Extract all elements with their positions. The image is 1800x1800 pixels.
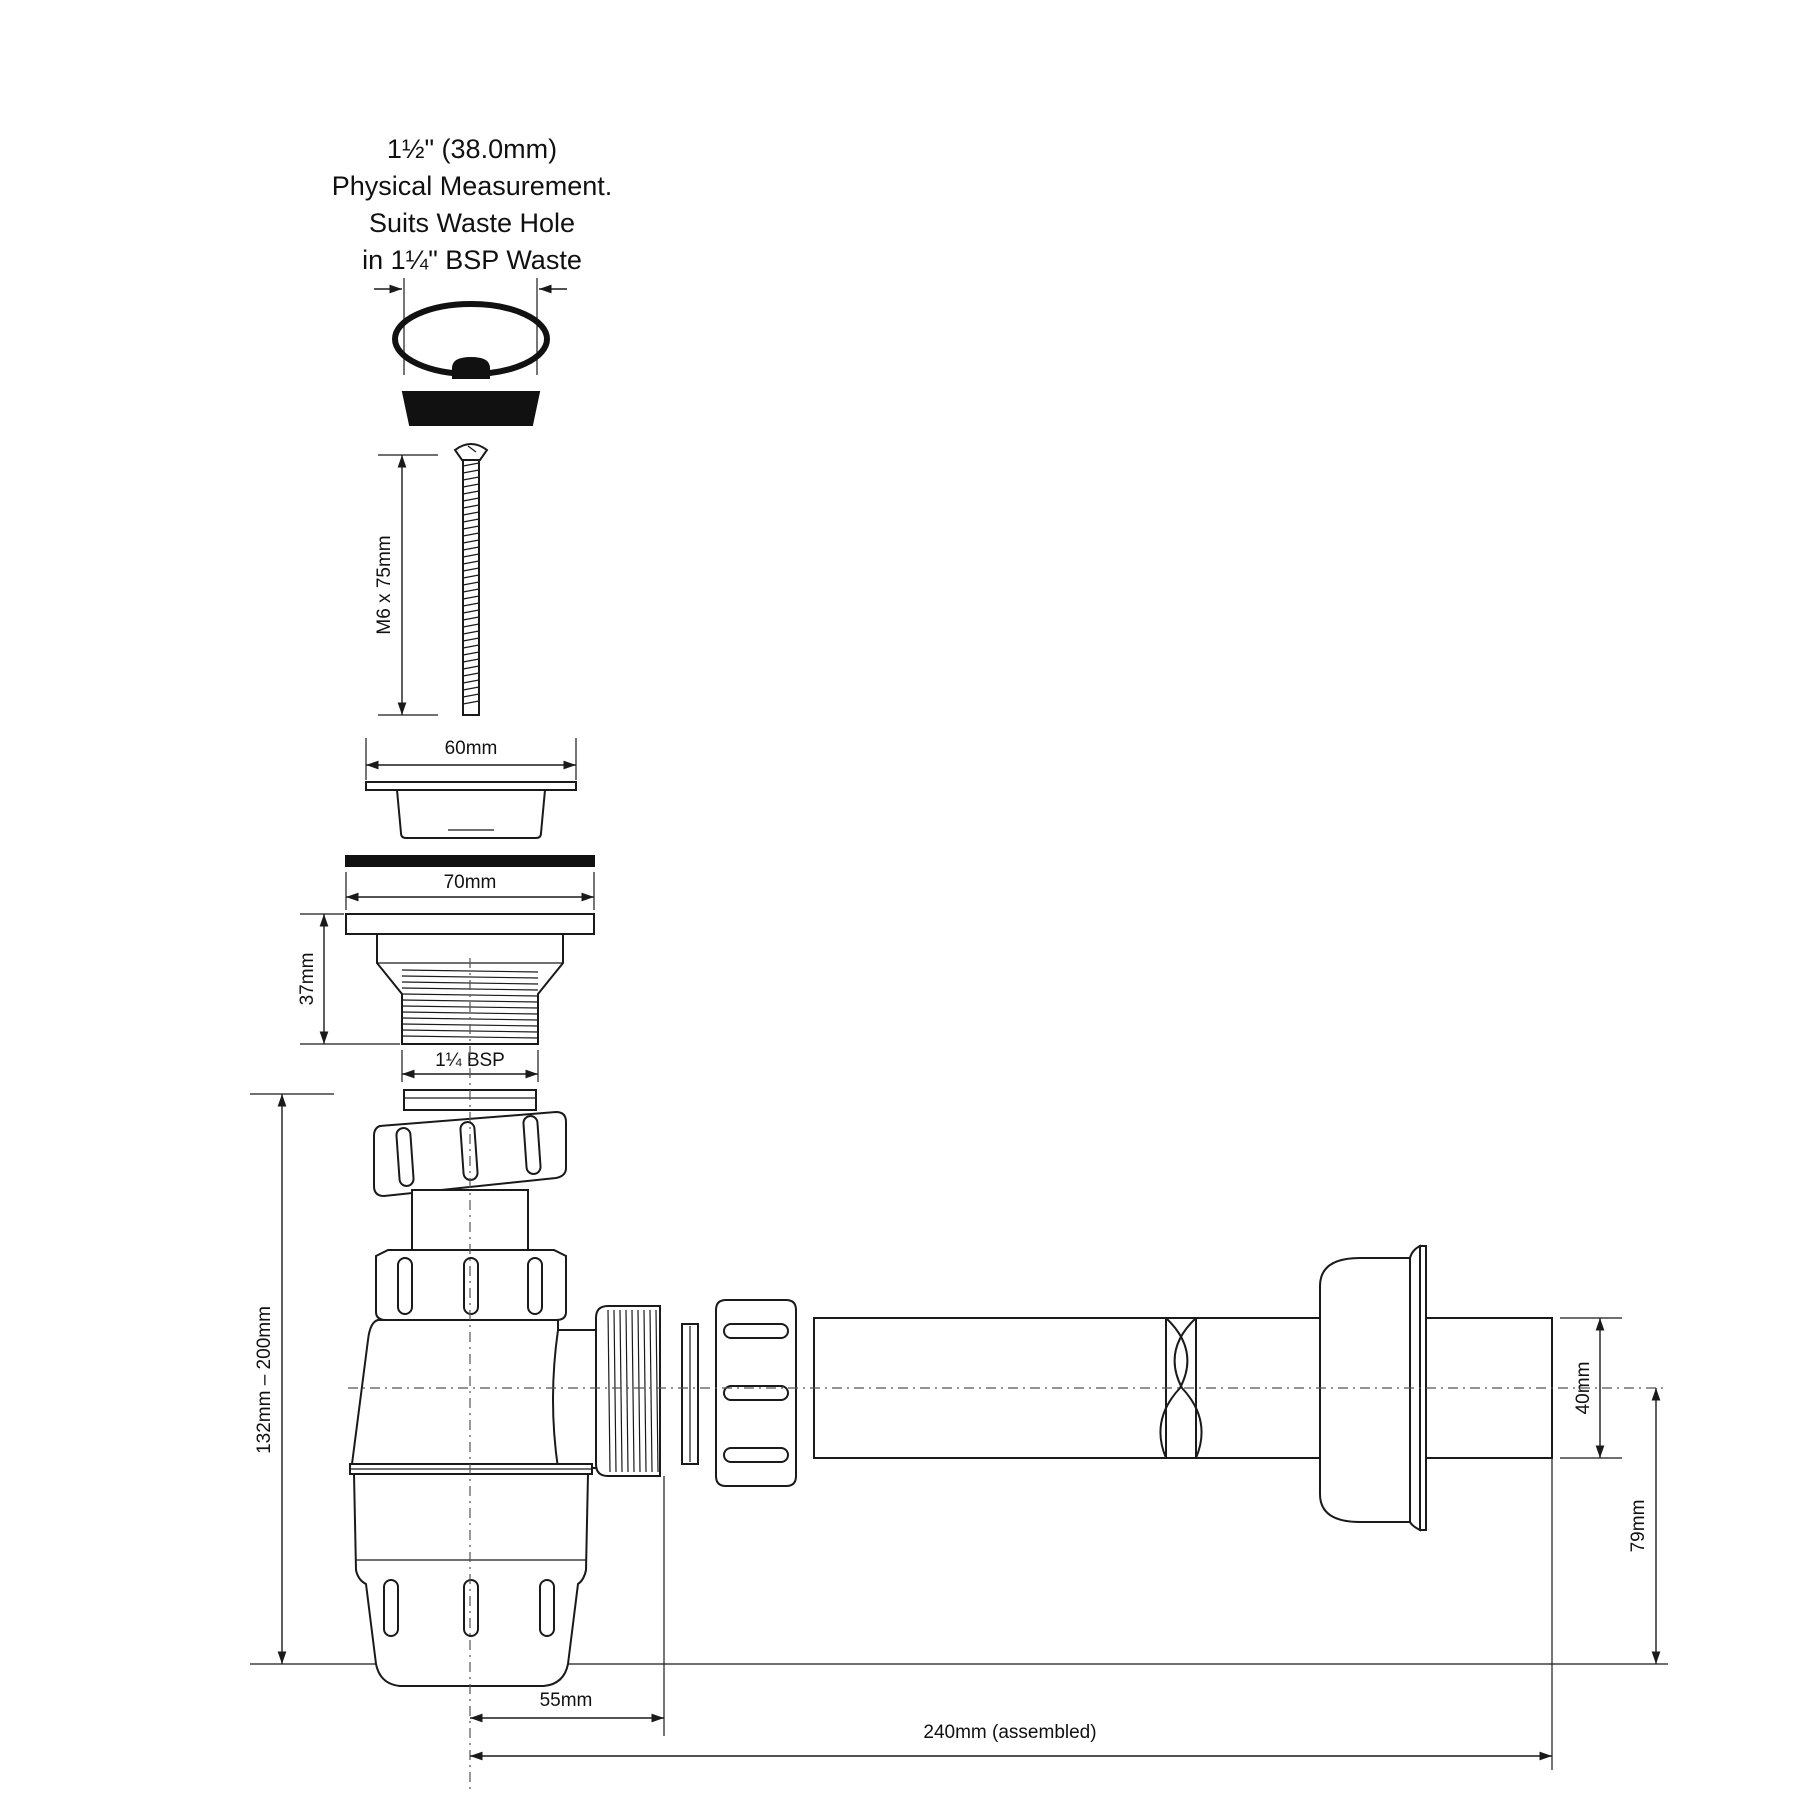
title-line-4: in 1¼" BSP Waste: [362, 245, 582, 275]
grate-flange: [365, 781, 577, 791]
assembled-length-label: 240mm (assembled): [923, 1722, 1096, 1743]
trap-body: [350, 1319, 559, 1465]
title-block: 1½" (38.0mm) Physical Measurement. Suits…: [332, 134, 613, 275]
outlet-pipe-assembly: [348, 1244, 1668, 1532]
cup-grip-2: [463, 1579, 479, 1637]
plug-and-ring: [374, 278, 567, 426]
overall-dimensions: 132mm – 200mm 40mm 79mm 55mm 240mm (asse…: [250, 1093, 1668, 1770]
pipe-nut-grip-2: [723, 1385, 789, 1401]
bolt-dimension-label: M6 x 75mm: [374, 535, 395, 634]
bolt: M6 x 75mm: [374, 443, 489, 716]
cup-grip-3: [539, 1579, 555, 1637]
top-nut-grip-2: [459, 1121, 479, 1181]
bolt-head: [453, 443, 489, 461]
top-nut-grip-1: [395, 1127, 415, 1187]
waste-flange: [345, 913, 595, 935]
title-line-1: 1½" (38.0mm): [387, 134, 557, 164]
wall-flange-cover: [1319, 1257, 1411, 1523]
waste-body: 70mm 37mm 1¼ BSP: [297, 872, 595, 1082]
top-nut-grip-3: [522, 1115, 542, 1175]
outlet-height-label: 79mm: [1628, 1500, 1649, 1553]
outlet-thread: [607, 1309, 659, 1473]
pipe-nut-grip-3: [723, 1447, 789, 1463]
pipe-diameter-label: 40mm: [1573, 1362, 1594, 1415]
thread-label: 1¼ BSP: [435, 1050, 505, 1071]
cup-grip-1: [383, 1579, 399, 1637]
plug-knob: [452, 356, 490, 379]
trap-top: [373, 1089, 567, 1321]
title-line-3: Suits Waste Hole: [369, 208, 575, 238]
grate-width-label: 60mm: [445, 738, 498, 759]
title-line-2: Physical Measurement.: [332, 171, 613, 201]
body-height-label: 37mm: [297, 953, 318, 1006]
rubber-plug: [401, 391, 541, 426]
lower-nut-grip-3: [527, 1257, 543, 1315]
pipe-section-right: [1425, 1317, 1553, 1459]
flange-width-label: 70mm: [444, 872, 497, 893]
trap-height-label: 132mm – 200mm: [254, 1306, 275, 1454]
pipe-break-right: [1173, 1317, 1203, 1459]
bolt-thread: [462, 462, 480, 705]
lower-nut-grip-1: [397, 1257, 413, 1315]
pipe-nut-grip-1: [723, 1323, 789, 1339]
seal-washer: [345, 855, 595, 867]
lower-nut-grip-2: [463, 1257, 479, 1315]
grate-cup: [395, 789, 547, 839]
outlet-offset-label: 55mm: [540, 1690, 593, 1711]
tail-pipe: [411, 1189, 529, 1253]
grate: 60mm: [365, 738, 577, 839]
trap-bottle: [349, 958, 661, 1790]
bolt-shank: [462, 459, 480, 716]
